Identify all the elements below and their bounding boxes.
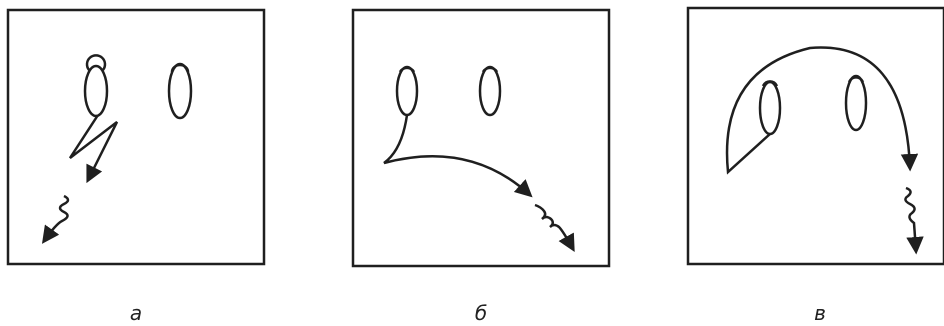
panel-b: б: [353, 10, 609, 325]
wavy-tail-arrow: [905, 188, 916, 251]
panel-b-frame: [353, 10, 609, 266]
cell-right-icon: [846, 76, 866, 130]
panel-a-caption: а: [130, 301, 142, 325]
cell-left-icon: [397, 67, 417, 115]
curved-path-arrow: [384, 115, 530, 195]
loop-path-arrow: [727, 48, 910, 172]
cell-left-icon: [760, 81, 780, 134]
cell-left-icon: [85, 55, 107, 116]
panel-c-caption: в: [814, 301, 826, 325]
cell-right-icon: [480, 67, 500, 115]
panel-a: а: [8, 10, 264, 325]
cell-right-icon: [169, 64, 191, 118]
zigzag-path-arrow: [70, 115, 117, 180]
panel-a-frame: [8, 10, 264, 264]
panel-c: в: [688, 8, 944, 325]
wavy-tail-arrow: [535, 205, 573, 249]
panel-b-caption: б: [475, 301, 487, 325]
wavy-tail-arrow: [44, 196, 68, 241]
